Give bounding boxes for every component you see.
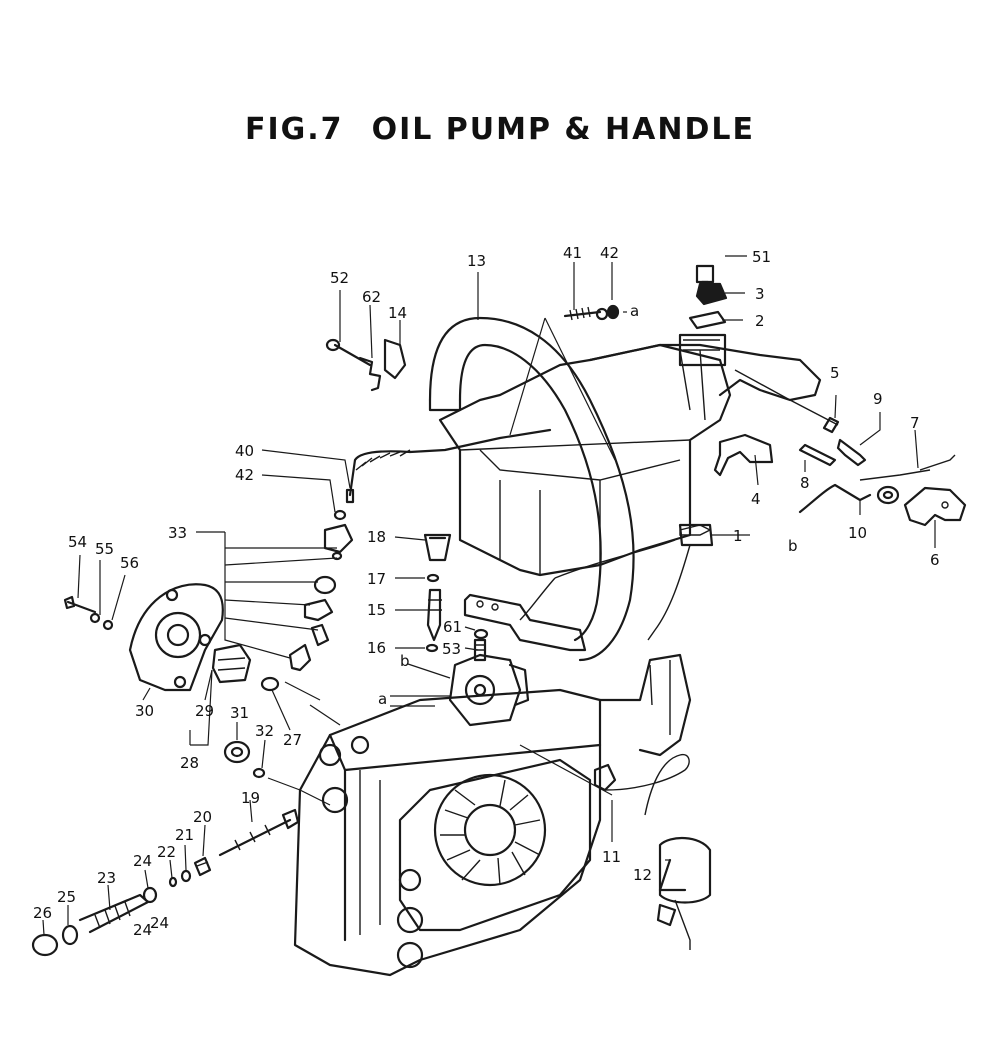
callout-40: 40 xyxy=(235,442,254,460)
oil-pump-cover-drawing xyxy=(63,583,224,692)
callout-30: 30 xyxy=(135,702,154,720)
figure-number: FIG.7 xyxy=(245,112,344,147)
reference-lines xyxy=(267,317,616,806)
callout-7: 7 xyxy=(910,414,920,432)
callout-53: 53 xyxy=(442,640,461,658)
callout-33: 33 xyxy=(168,524,187,542)
callout-13: 13 xyxy=(467,252,486,270)
callout-21: 21 xyxy=(175,826,194,844)
front-handle-drawing xyxy=(428,316,635,662)
callout-2: 2 xyxy=(755,312,765,330)
callout-14: 14 xyxy=(388,304,407,322)
callout-32: 32 xyxy=(255,722,274,740)
callout-31: 31 xyxy=(230,704,249,722)
callout-52: 52 xyxy=(330,269,349,287)
callout-41: 41 xyxy=(563,244,582,262)
callout-16: 16 xyxy=(367,639,386,657)
callout-labels: 1 2 3 4 5 6 7 8 9 10 11 12 13 14 15 16 1… xyxy=(33,244,940,939)
callout-4: 4 xyxy=(751,490,761,508)
callout-42b: 42 xyxy=(235,466,254,484)
handle-bracket-drawing xyxy=(463,593,587,652)
callout-17: 17 xyxy=(367,570,386,588)
callout-54: 54 xyxy=(68,533,87,551)
callout-56: 56 xyxy=(120,554,139,572)
handle-screw-parts-drawing xyxy=(325,338,407,392)
callout-18: 18 xyxy=(367,528,386,546)
ref-a-upper: a xyxy=(630,302,639,320)
callout-55: 55 xyxy=(95,540,114,558)
callout-51: 51 xyxy=(752,248,771,266)
callout-leaders xyxy=(42,255,936,936)
callout-25: 25 xyxy=(57,888,76,906)
figure-title: FIG.7 OIL PUMP & HANDLE xyxy=(0,112,1000,147)
callout-19: 19 xyxy=(241,789,260,807)
oil-pump-drawing xyxy=(448,653,530,727)
callout-8: 8 xyxy=(800,474,810,492)
callout-6: 6 xyxy=(930,551,940,569)
crankcase-drawing xyxy=(293,653,692,977)
callout-9: 9 xyxy=(873,390,883,408)
callout-15: 15 xyxy=(367,601,386,619)
oil-hose-drawing xyxy=(345,428,552,504)
wiring-drawing xyxy=(519,454,956,950)
callout-22: 22 xyxy=(157,843,176,861)
callout-27: 27 xyxy=(283,731,302,749)
callout-1: 1 xyxy=(733,527,743,545)
pump-components-drawing xyxy=(423,304,620,792)
callout-12: 12 xyxy=(633,866,652,884)
callout-28: 28 xyxy=(180,754,199,772)
ref-a-lower: a xyxy=(378,690,387,708)
callout-3: 3 xyxy=(755,285,765,303)
figure-caption: OIL PUMP & HANDLE xyxy=(371,112,755,147)
callout-24b: 24 xyxy=(133,921,152,939)
tank-and-frame-drawing xyxy=(438,333,822,577)
callout-5: 5 xyxy=(830,364,840,382)
callout-26: 26 xyxy=(33,904,52,922)
callout-24a: 24 xyxy=(133,852,152,870)
ref-b-lower: b xyxy=(400,652,410,670)
callout-29: 29 xyxy=(195,702,214,720)
callout-11: 11 xyxy=(602,848,621,866)
adjuster-parts-drawing xyxy=(211,509,354,692)
rear-handle-parts-drawing xyxy=(688,264,967,527)
callout-62: 62 xyxy=(362,288,381,306)
callout-61: 61 xyxy=(443,618,462,636)
callout-42a: 42 xyxy=(600,244,619,262)
callout-20: 20 xyxy=(193,808,212,826)
callout-24c: 24 xyxy=(150,914,169,932)
ref-b-right: b xyxy=(788,537,798,555)
callout-10: 10 xyxy=(848,524,867,542)
callout-23: 23 xyxy=(97,869,116,887)
